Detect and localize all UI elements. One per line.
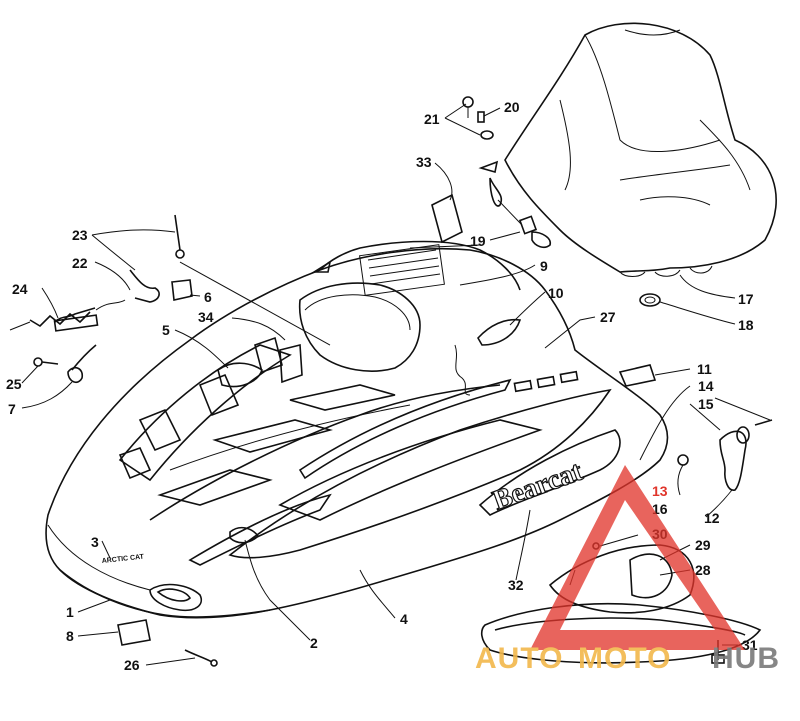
part-labels: 1 2 3 4 5 6 7 8 9 10 11 12 13 14 15 16 1…: [6, 99, 758, 673]
label-32: 32: [508, 577, 524, 593]
label-14: 14: [698, 378, 714, 394]
watermark: AUTO MOTO HUB: [475, 465, 780, 675]
leader-lines: [21, 103, 771, 666]
windshield-hardware: [462, 96, 661, 307]
label-9: 9: [540, 258, 548, 274]
label-31: 31: [742, 637, 758, 653]
label-15: 15: [698, 396, 714, 412]
label-23: 23: [72, 227, 88, 243]
latch-hardware: [9, 214, 193, 384]
label-11: 11: [697, 361, 712, 377]
label-8: 8: [66, 628, 74, 644]
label-19: 19: [470, 233, 486, 249]
hood: Bearcat ARCTIC CAT: [45, 240, 669, 619]
label-18: 18: [738, 317, 754, 333]
label-6: 6: [204, 289, 212, 305]
label-1: 1: [66, 604, 74, 620]
label-12: 12: [704, 510, 720, 526]
label-33: 33: [416, 154, 432, 170]
label-3: 3: [91, 534, 99, 550]
decal-pieces: [217, 318, 657, 544]
label-4: 4: [400, 611, 408, 627]
watermark-moto: MOTO: [578, 642, 671, 675]
label-5: 5: [162, 322, 170, 338]
label-21: 21: [424, 111, 440, 127]
label-13: 13: [652, 483, 668, 499]
watermark-triangle: [530, 465, 745, 650]
label-7: 7: [8, 401, 16, 417]
label-29: 29: [695, 537, 711, 553]
decal-33: [431, 193, 463, 244]
label-34: 34: [198, 309, 214, 325]
label-2: 2: [310, 635, 318, 651]
label-24: 24: [12, 281, 28, 297]
label-20: 20: [504, 99, 520, 115]
label-17: 17: [738, 291, 754, 307]
front-small-parts: [117, 619, 218, 667]
label-22: 22: [72, 255, 88, 271]
windshield: [504, 22, 777, 277]
label-26: 26: [124, 657, 140, 673]
watermark-auto: AUTO: [475, 642, 563, 675]
handle-parts: [677, 419, 773, 491]
label-27: 27: [600, 309, 616, 325]
label-25: 25: [6, 376, 22, 392]
label-28: 28: [695, 562, 711, 578]
front-brand-decal: ARCTIC CAT: [101, 554, 144, 565]
watermark-hub: HUB: [712, 642, 780, 675]
label-10: 10: [548, 285, 564, 301]
